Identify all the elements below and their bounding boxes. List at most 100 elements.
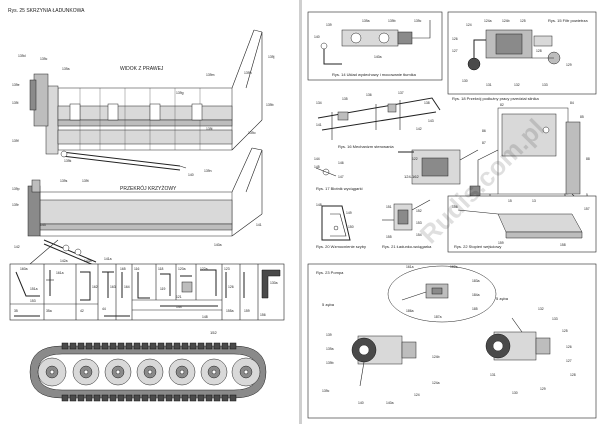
callout: 139a (326, 347, 334, 351)
part-label: 161a (56, 271, 64, 275)
track-link (133, 394, 141, 402)
callout: 139o (248, 131, 256, 135)
fig14-label: Rys. 14 Układ wydechowy i mocowanie tłum… (332, 72, 417, 77)
callout: 85 (580, 115, 584, 119)
callout: 141a (104, 257, 112, 261)
callout: 13 (532, 199, 536, 203)
callout: 124a (432, 381, 440, 385)
part-label: 151a (30, 287, 38, 291)
fig15-label: Rys. 15 Filtr powietrza (548, 18, 588, 23)
callout: 124a (484, 19, 492, 23)
callout: 139r (12, 203, 20, 207)
track-link (221, 342, 229, 350)
callout: 134 (316, 101, 322, 105)
right-callouts: 139 139a 139b 139c 140 140a 124 124a 124… (314, 19, 590, 405)
fig18-label: Rys. 18 Przekrój podłużny pracy przedzia… (452, 96, 539, 101)
callout: 143 (40, 223, 46, 227)
parts-strip: 160a 161a 162 163 164 165 116 118 119 12… (9, 263, 285, 321)
page-gutter (299, 0, 302, 424)
track-link (213, 342, 221, 350)
callout: 139c (40, 57, 48, 61)
track-link (61, 394, 69, 402)
part-label: 116 (134, 267, 140, 271)
callout: 139c (414, 19, 422, 23)
track-link (85, 342, 93, 350)
callout: 187a (434, 315, 442, 319)
track-link (157, 342, 165, 350)
track-link (69, 342, 77, 350)
callout: 161a (406, 265, 414, 269)
track-link (133, 342, 141, 350)
fig21-loader-winch (382, 199, 431, 231)
part-label: 121 (176, 295, 182, 299)
fig23-left-pump (351, 335, 417, 387)
part-label: 44 (102, 307, 106, 311)
callout: 129 (566, 63, 572, 67)
part-label: 123 (224, 267, 230, 271)
track-link (221, 394, 229, 402)
part-label: 148 (202, 315, 208, 319)
track-link (117, 394, 125, 402)
track-link (85, 394, 93, 402)
callout: 139a (362, 19, 370, 23)
fig18-engine-section (469, 107, 581, 204)
callout: 139h (244, 71, 252, 75)
right-page: Rys. 14 Układ wydechowy i mocowanie tłum… (302, 0, 600, 424)
part-label: 156 (260, 313, 266, 317)
fig23-right-pump (485, 317, 551, 361)
callout: 86 (482, 129, 486, 133)
track-link (93, 342, 101, 350)
callout: 139i (12, 101, 19, 105)
callout: 158 (560, 243, 566, 247)
callout: 186a (406, 309, 414, 313)
track-link (157, 394, 165, 402)
part-label: 163 (110, 285, 116, 289)
track-link (61, 342, 69, 350)
fig22-entry-step (447, 195, 597, 253)
callout: 125 (562, 329, 568, 333)
figure-title: Rys. 25 SKRZYNIA ŁADUNKOWA (8, 8, 85, 14)
callout: 132 (514, 83, 520, 87)
callout: 82 (500, 103, 504, 107)
wheel-axle (243, 369, 249, 375)
truck-bed-side-view: WIDOK Z PRAWEJ (29, 29, 263, 171)
track-link (229, 394, 237, 402)
track-link (165, 394, 173, 402)
track-link (141, 394, 149, 402)
callout: 122 (412, 157, 418, 161)
callout: 157 (584, 207, 590, 211)
fig20-window-reinforcement (321, 205, 351, 241)
track-link (109, 342, 117, 350)
callout: 139b (388, 19, 396, 23)
left-page: Rys. 25 SKRZYNIA ŁADUNKOWA (0, 0, 300, 424)
track-link (229, 342, 237, 350)
callout: 139e (12, 83, 20, 87)
track-link (181, 342, 189, 350)
track-link (93, 394, 101, 402)
wheel-axle (49, 369, 55, 375)
track-link (77, 342, 85, 350)
callout: 5 (586, 193, 588, 197)
callout: 131 (490, 373, 496, 377)
callout: 128 (570, 373, 576, 377)
callout: 150 (348, 225, 354, 229)
callout: 139k (64, 159, 72, 163)
track-link (173, 342, 181, 350)
callout: 140 (314, 35, 320, 39)
callout: 124 (466, 23, 472, 27)
parts-strip-callout: 152 (210, 330, 217, 335)
callout: 146 (338, 161, 344, 165)
part-label: 165 (120, 267, 126, 271)
callout: 124 (414, 393, 420, 397)
callout: 127 (566, 359, 572, 363)
callout: 185 (472, 307, 478, 311)
wheel-axle (83, 369, 89, 375)
callout: 144 (314, 157, 320, 161)
fig23-label: Rys. 23 Pompa (316, 270, 344, 275)
callout: 143 (428, 119, 434, 123)
callout: 140 (358, 401, 364, 405)
fig23-right-label: 5 zęba (496, 296, 509, 301)
truck-bed-cross-section: PRZEKRÓJ KRZYŻOWY (27, 147, 263, 267)
callout: 6 (564, 193, 566, 197)
part-label: 126 (228, 285, 234, 289)
